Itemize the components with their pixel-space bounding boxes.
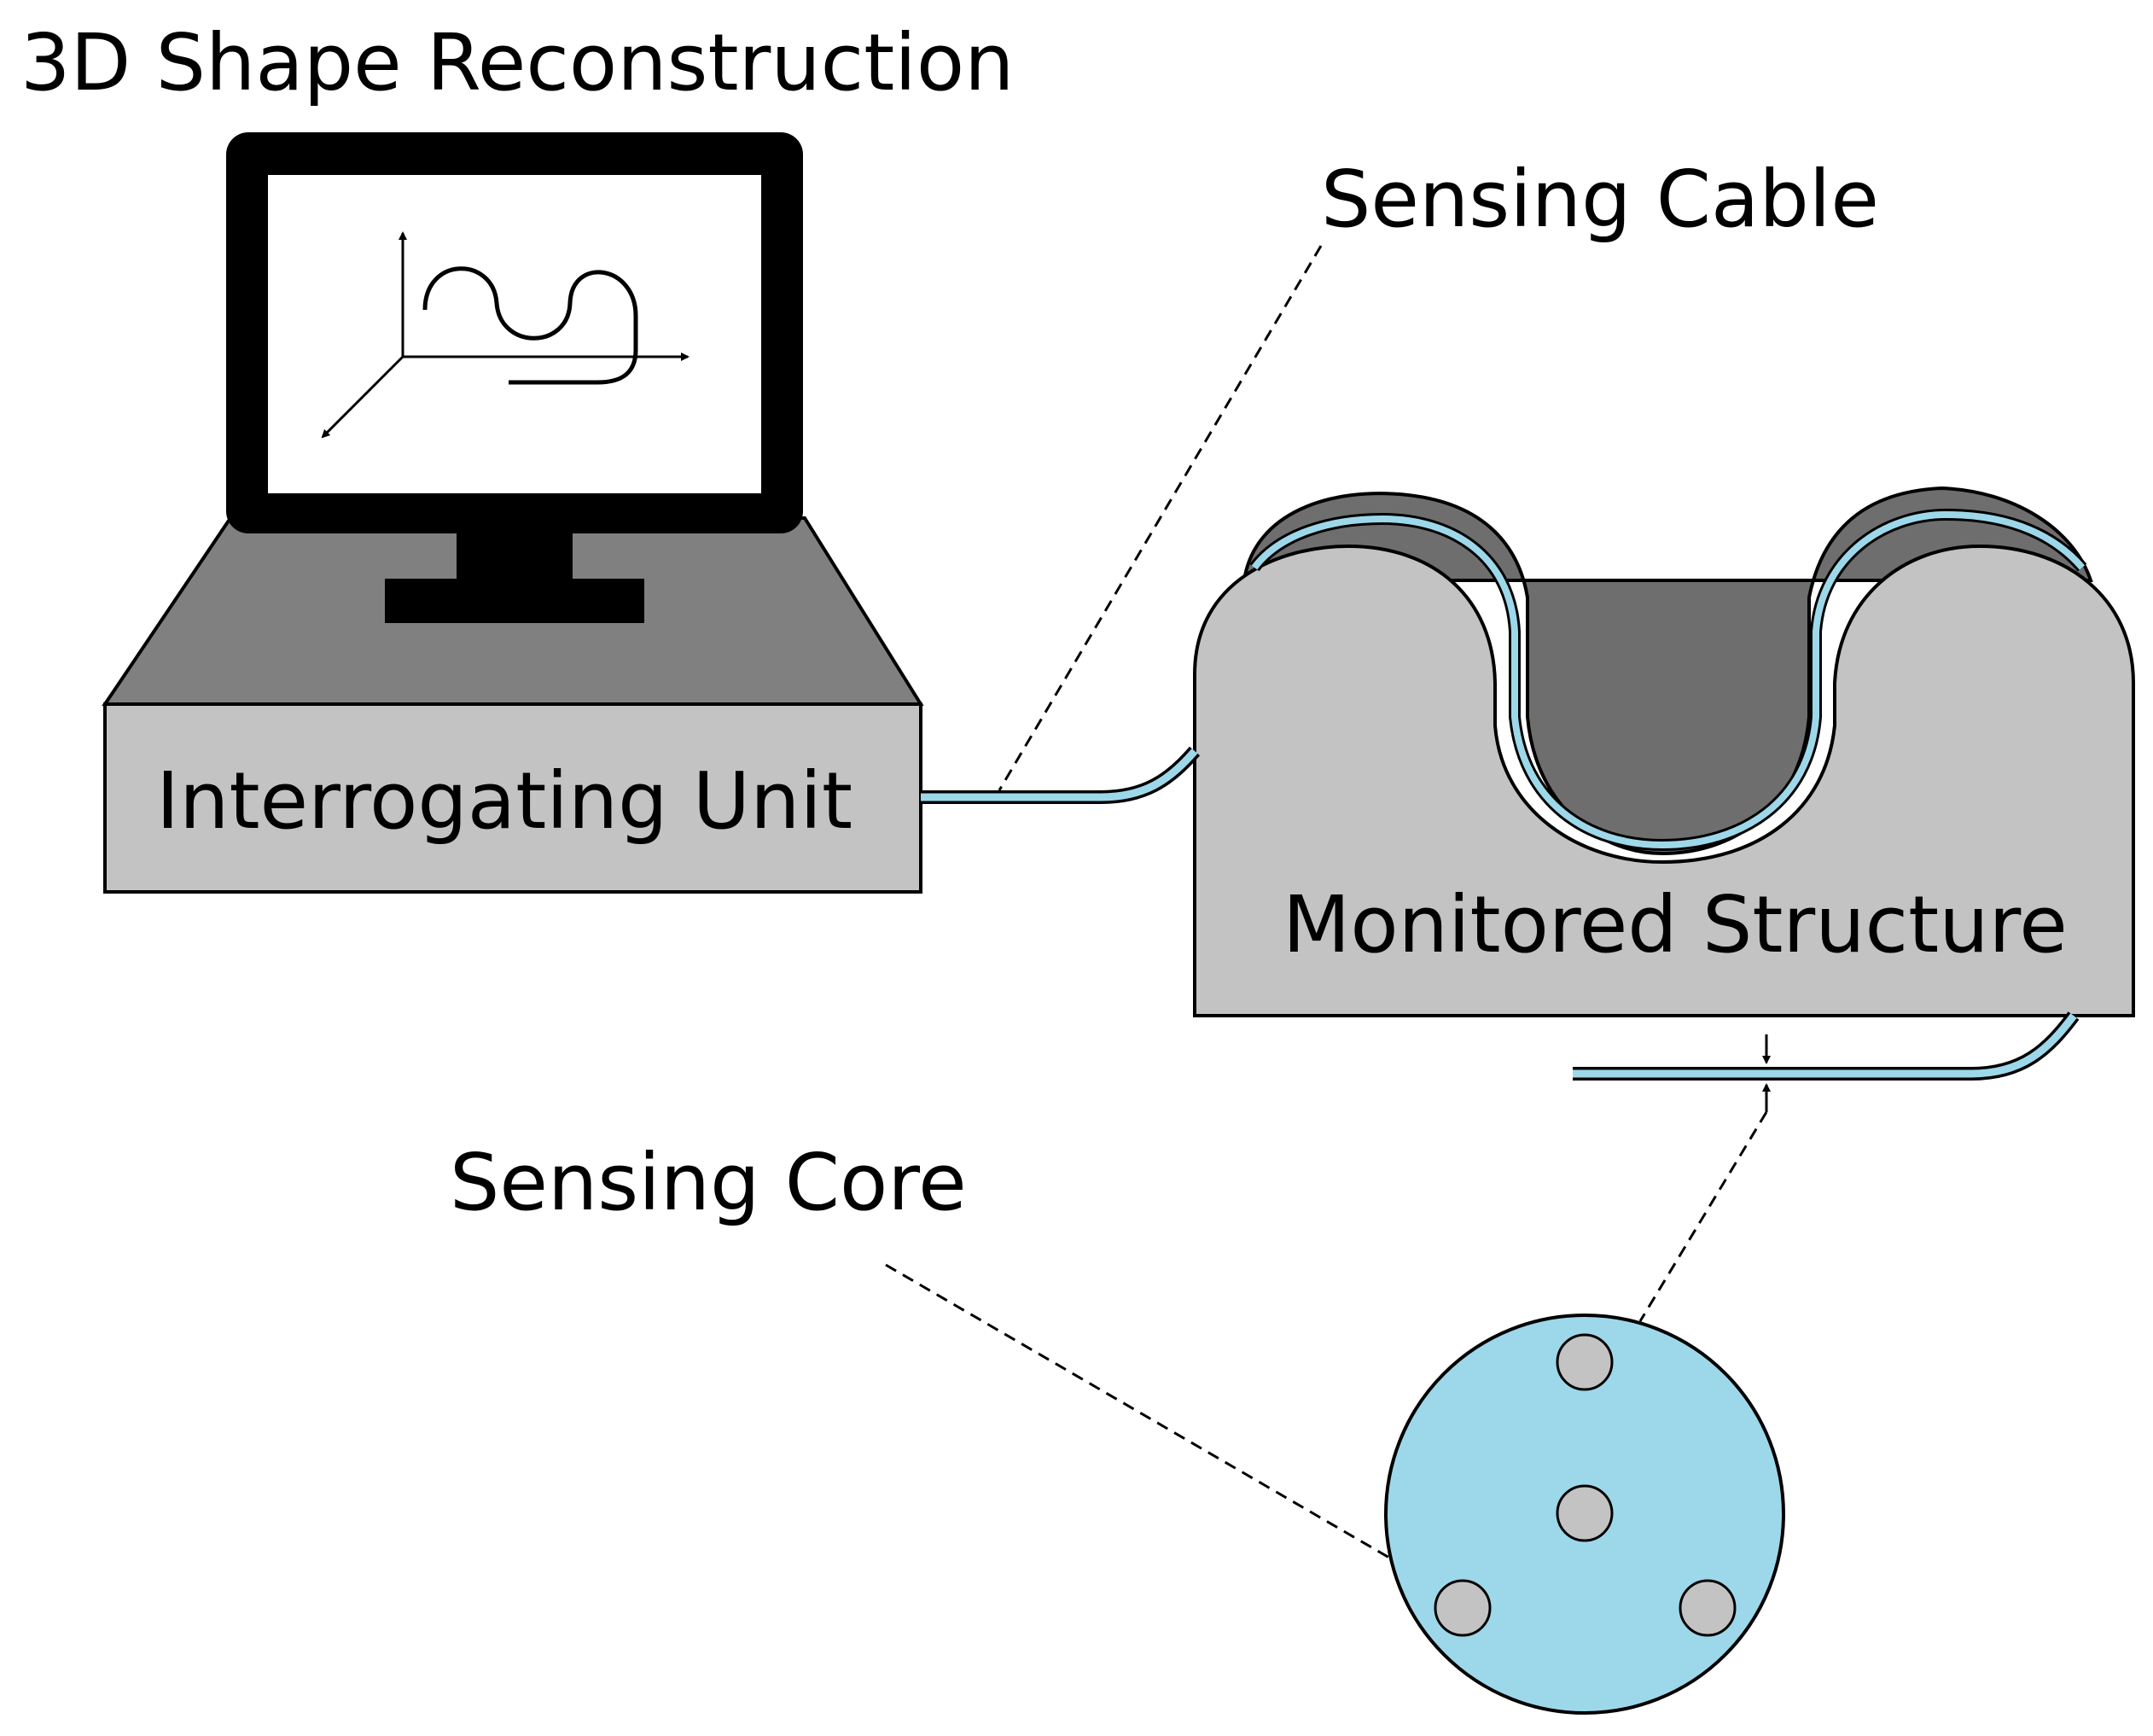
structure-groove-layer	[1242, 486, 2093, 856]
monitor-neck	[457, 531, 573, 584]
structure-body	[1193, 544, 2135, 1017]
monitored-structure	[1193, 486, 2135, 1017]
sensing-cable-tail	[1573, 1011, 2080, 1081]
monitor-base	[385, 579, 644, 623]
interrogating-unit-box	[103, 702, 922, 894]
sensing-cable-label: Sensing Cable	[1321, 154, 1879, 245]
sensing-cable-lead-fill	[921, 749, 1198, 801]
fiber-core-left	[1434, 1579, 1492, 1637]
sensing-core-leader	[885, 1263, 1437, 1587]
fiber-core-top	[1556, 1333, 1614, 1391]
sensing-cable-lead	[921, 746, 1201, 804]
reconstructed-shape-curve	[422, 266, 638, 385]
cross-section-leader	[1638, 1111, 1768, 1322]
fiber-core-center	[1556, 1484, 1614, 1542]
embedded-sensing-cable-fill	[1251, 510, 2086, 849]
monitored-structure-label: Monitored Structure	[1283, 879, 2068, 970]
fiber-core-right	[1679, 1579, 1737, 1637]
sensing-cable-tail-fill	[1573, 1013, 2077, 1078]
cable-cross-section	[1384, 1314, 1785, 1715]
diagram-title: 3D Shape Reconstruction	[20, 17, 1015, 108]
interrogating-unit-label: Interrogating Unit	[156, 755, 853, 847]
axes-icon	[321, 231, 690, 439]
monitor	[226, 132, 803, 623]
sensing-cable-leader	[998, 245, 1323, 791]
sensing-core-label: Sensing Core	[450, 1137, 967, 1228]
